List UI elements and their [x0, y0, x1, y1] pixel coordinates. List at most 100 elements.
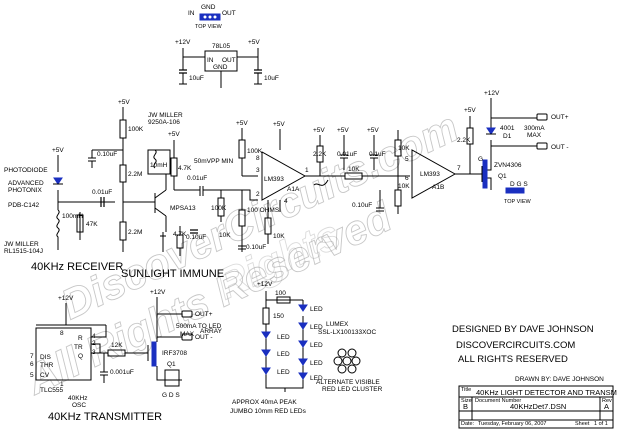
led-part-1: LUMEX — [326, 321, 349, 328]
heading-receiver: 40KHz RECEIVER — [31, 261, 123, 273]
comp-b-pin7: 7 — [457, 165, 461, 172]
inductor-value: 100mH — [62, 213, 83, 220]
regulator-wires — [182, 48, 259, 88]
resistor-10k1-value: 10K — [273, 233, 285, 240]
irf3708-pins: G D S — [162, 392, 180, 399]
photodiode-wires — [57, 155, 115, 210]
doc-value: 40KHzDet7.DSN — [510, 402, 566, 411]
comp-b-cap001 — [340, 135, 348, 170]
pin-q: Q — [78, 353, 83, 360]
cluster-led — [337, 364, 347, 374]
divider-resistors — [238, 128, 246, 238]
led-left-3 — [261, 367, 271, 375]
led-r100-value: 100 — [275, 290, 286, 297]
comp-b-r22k-out-value: 2.2K — [457, 137, 471, 144]
mosfet-label: ZVN4306 — [494, 162, 522, 169]
comp-b-cap010-value: 0.10uF — [352, 202, 372, 209]
led-left-1 — [261, 331, 271, 339]
photodiode-label-3: PHOTONIX — [8, 187, 42, 194]
vcc-100k: +5V — [118, 99, 130, 106]
vcc-coil: +5V — [168, 131, 180, 138]
regulator-grounds — [179, 73, 262, 85]
transformer-part-1: JW MILLER — [148, 112, 183, 119]
mosfet-package: D G S — [510, 181, 528, 188]
cap-010c — [238, 238, 246, 252]
heading-sunlight: SUNLIGHT IMMUNE — [121, 268, 224, 280]
output-current-2: MAX — [527, 132, 542, 139]
tx-current-2: MAX — [180, 331, 195, 338]
output-plus-label: OUT+ — [551, 114, 569, 121]
led-array: +12V 100 150 LED LED LED LED LED LED LED… — [230, 281, 383, 415]
comp-a-input-wires — [242, 175, 258, 201]
comp-b-r10k-series-value: 10K — [348, 166, 360, 173]
photodiode-symbol — [53, 177, 63, 185]
comp-a-vcc: +5V — [273, 121, 285, 128]
tx-current-1: 500mA TO LED — [176, 323, 222, 330]
transistor-mpsa13 — [123, 174, 167, 232]
inductor-coil — [56, 209, 60, 250]
resistor-100k2-value: 100K — [247, 148, 263, 155]
transistor-emitter — [160, 232, 166, 252]
site-credit: DISCOVERCIRCUITS.COM — [456, 340, 575, 351]
regulator-vout: +5V — [248, 39, 260, 46]
comp-b-vcc-b: +5V — [337, 127, 349, 134]
comp-b-cap001-value: 0.01uF — [337, 151, 357, 158]
waveform — [313, 179, 329, 186]
pin-r: R — [78, 335, 83, 342]
led-right-5 — [298, 372, 308, 380]
photodiode-label-4: PDB-C142 — [8, 202, 39, 209]
coil-box — [147, 149, 171, 175]
comp-b-triangle — [411, 149, 457, 199]
comp-b-pin5: 5 — [405, 156, 409, 163]
irf3708-gate — [140, 345, 149, 361]
receiver-circuit: +5V PHOTODIODE ADVANCED PHOTONIX PDB-C14… — [4, 99, 285, 256]
regulator-top-view: TOP VIEW — [195, 24, 223, 30]
cluster-label-2: RED LED CLUSTER — [322, 386, 383, 393]
led-right-2 — [298, 322, 308, 330]
resistor-100ohm-value: 100 OHMS — [247, 207, 280, 214]
led-vcc: +12V — [257, 281, 273, 288]
size-label: Size — [461, 398, 472, 404]
led-label: LED — [310, 375, 323, 382]
title-block-grid — [459, 396, 613, 421]
cap-001b-path — [174, 186, 245, 196]
pin-label-in: IN — [188, 10, 195, 17]
date-value: Tuesday, February 06, 2007 — [478, 421, 546, 427]
resistor-100k3 — [217, 190, 225, 222]
mosfet-package-shape — [505, 187, 525, 194]
resistor-47k2 — [170, 140, 178, 190]
receiver-vcc: +5V — [52, 147, 64, 154]
output-minus-label: OUT - — [551, 144, 569, 151]
sheet-value: 1 of 1 — [594, 421, 608, 427]
led-footer-2: JUMBO 10mm RED LEDs — [230, 408, 307, 415]
irf3708-ref: Q1 — [167, 361, 176, 368]
coil-winding — [153, 149, 157, 169]
comparator-a: +5V LM393 A1A 8 3 2 1 4 — [256, 121, 340, 212]
pin-dis: DIS — [40, 354, 52, 361]
cap-010b — [190, 229, 198, 234]
pin-num-8: 8 — [60, 330, 64, 337]
led-right-4 — [298, 358, 308, 366]
rights-credit: ALL RIGHTS RESERVED — [458, 354, 568, 365]
mosfet-top-view: TOP VIEW — [504, 199, 532, 205]
cap-input-value: 0.01uF — [92, 189, 112, 196]
led-r150 — [262, 291, 303, 332]
pin-cv: CV — [40, 372, 50, 379]
transistor-label: MPSA13 — [170, 205, 196, 212]
regulator-cap-out: 10uF — [264, 75, 279, 82]
comp-a-pin4: 4 — [284, 198, 288, 205]
led-r100 — [276, 296, 291, 304]
heading-transmitter: 40KHz TRANSMITTER — [48, 411, 162, 423]
comp-a-unit: A1A — [287, 186, 300, 193]
led-label: LED — [277, 334, 290, 341]
output-stage: +12V 4001 D1 300mA MAX OUT+ OUT - G ZVN4… — [470, 90, 569, 205]
cap-0001-value: 0.001uF — [110, 369, 134, 376]
irf3708-label: IRF3708 — [162, 350, 187, 357]
led-label: LED — [310, 360, 323, 367]
resistor-100k-value: 100K — [128, 126, 144, 133]
comp-a-pin8: 8 — [256, 155, 260, 162]
regulator-pin — [208, 15, 212, 19]
resistor-47k — [76, 212, 84, 240]
comp-b-part: LM393 — [420, 171, 440, 178]
